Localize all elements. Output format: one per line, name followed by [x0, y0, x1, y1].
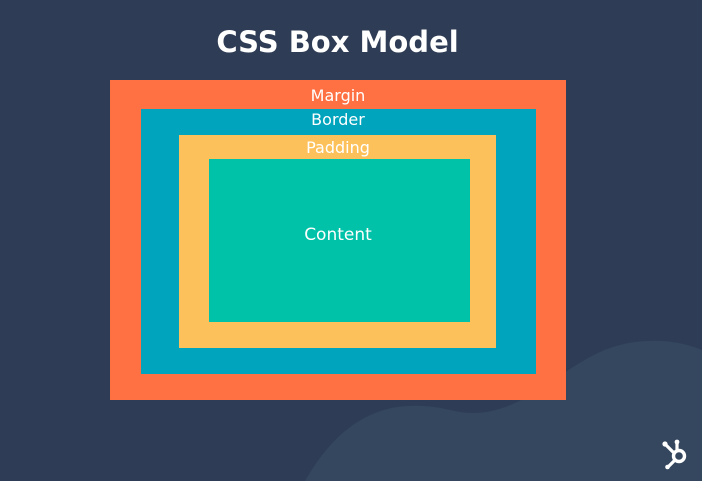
content-box — [209, 159, 470, 322]
hubspot-sprocket-icon — [662, 439, 687, 470]
border-label: Border — [311, 110, 365, 129]
padding-label: Padding — [306, 138, 370, 157]
page-title: CSS Box Model — [216, 25, 459, 59]
margin-label: Margin — [310, 86, 366, 105]
content-label: Content — [304, 225, 372, 245]
